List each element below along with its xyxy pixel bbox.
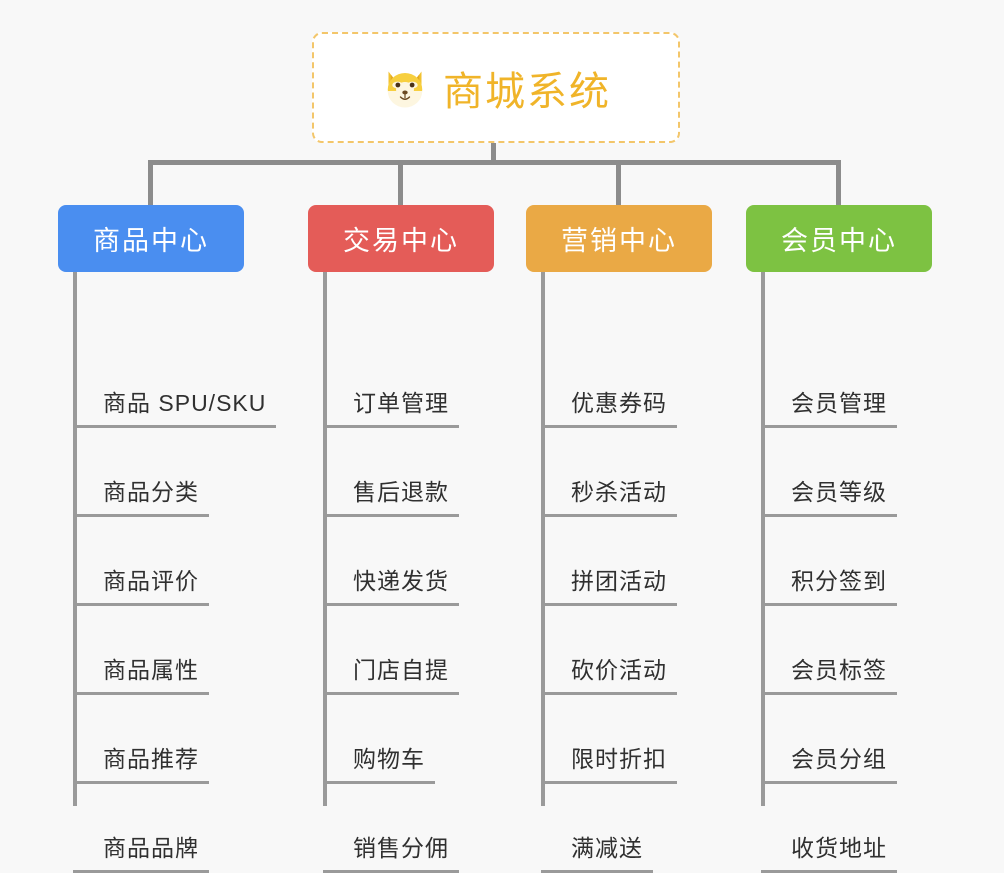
leaf-item-underline — [541, 425, 677, 428]
leaf-item-underline — [323, 781, 435, 784]
leaf-item-label: 会员管理 — [791, 390, 887, 416]
leaf-item-underline — [541, 603, 677, 606]
leaf-item-label: 积分签到 — [791, 568, 887, 594]
leaf-item-label: 会员标签 — [791, 657, 887, 683]
leaf-item-underline — [761, 514, 897, 517]
leaf-item-label: 秒杀活动 — [571, 479, 667, 505]
leaf-item-underline — [73, 514, 209, 517]
leaf-item-label: 商品推荐 — [103, 746, 199, 772]
leaf-item-underline — [541, 514, 677, 517]
leaf-item-label: 优惠券码 — [571, 390, 667, 416]
leaf-item-label: 满减送 — [571, 835, 643, 861]
leaf-item-label: 售后退款 — [353, 479, 449, 505]
leaf-item-underline — [761, 603, 897, 606]
column-2: 交易中心订单管理售后退款快递发货门店自提购物车销售分佣 — [308, 205, 494, 873]
leaf-item-underline — [323, 425, 459, 428]
trunk-vertical-connector — [491, 143, 496, 163]
leaf-item-label: 销售分佣 — [353, 835, 449, 861]
leaf-item-label: 拼团活动 — [571, 568, 667, 594]
leaf-item-underline — [323, 692, 459, 695]
leaf-item-label: 砍价活动 — [571, 657, 667, 683]
leaf-item-label: 会员等级 — [791, 479, 887, 505]
category-header-label: 会员中心 — [781, 226, 897, 256]
shiba-dog-face-icon — [381, 64, 429, 112]
leaf-item-underline — [761, 692, 897, 695]
trunk-drop-connector-1 — [148, 160, 153, 207]
root-node[interactable]: 商城系统 — [312, 32, 680, 143]
leaf-item-underline — [73, 603, 209, 606]
column-3: 营销中心优惠券码秒杀活动拼团活动砍价活动限时折扣满减送 — [526, 205, 712, 873]
leaf-item-label: 商品评价 — [103, 568, 199, 594]
leaf-item-label: 门店自提 — [353, 657, 449, 683]
category-header-4[interactable]: 会员中心 — [746, 205, 932, 272]
leaf-item-label: 购物车 — [353, 746, 425, 772]
leaf-item-label: 收货地址 — [791, 835, 887, 861]
trunk-drop-connector-2 — [398, 160, 403, 207]
leaf-item-underline — [761, 425, 897, 428]
leaf-item-underline — [761, 781, 897, 784]
leaf-item-label: 快递发货 — [353, 568, 449, 594]
category-header-3[interactable]: 营销中心 — [526, 205, 712, 272]
trunk-drop-connector-3 — [616, 160, 621, 207]
category-header-2[interactable]: 交易中心 — [308, 205, 494, 272]
leaf-item-underline — [73, 425, 276, 428]
category-header-1[interactable]: 商品中心 — [58, 205, 244, 272]
branch-rail-2 — [323, 272, 327, 806]
root-title: 商城系统 — [443, 69, 611, 114]
trunk-drop-connector-4 — [836, 160, 841, 207]
leaf-item-underline — [73, 781, 209, 784]
column-1: 商品中心商品 SPU/SKU 商品分类商品评价商品属性商品推荐商品品牌 — [58, 205, 276, 873]
leaf-item-label: 限时折扣 — [571, 746, 667, 772]
category-header-label: 营销中心 — [561, 226, 677, 256]
branch-rail-4 — [761, 272, 765, 806]
leaf-item-underline — [541, 781, 677, 784]
leaf-item-underline — [323, 514, 459, 517]
leaf-item-label: 会员分组 — [791, 746, 887, 772]
branch-rail-1 — [73, 272, 77, 806]
leaf-item-label: 商品 SPU/SKU — [103, 390, 267, 416]
trunk-horizontal-connector — [148, 160, 841, 165]
leaf-item-label: 商品属性 — [103, 657, 199, 683]
leaf-item-underline — [73, 692, 209, 695]
leaf-item-underline — [541, 692, 677, 695]
category-header-label: 交易中心 — [343, 226, 459, 256]
column-4: 会员中心会员管理会员等级积分签到会员标签会员分组收货地址 — [746, 205, 932, 873]
branch-rail-3 — [541, 272, 545, 806]
leaf-item-label: 商品分类 — [103, 479, 199, 505]
leaf-item-label: 订单管理 — [353, 390, 449, 416]
mindmap-canvas: 商城系统 商品中心商品 SPU/SKU 商品分类商品评价商品属性商品推荐商品品牌 交… — [58, 32, 932, 873]
leaf-item-label: 商品品牌 — [103, 835, 199, 861]
leaf-item-underline — [323, 603, 459, 606]
category-header-label: 商品中心 — [93, 226, 209, 256]
